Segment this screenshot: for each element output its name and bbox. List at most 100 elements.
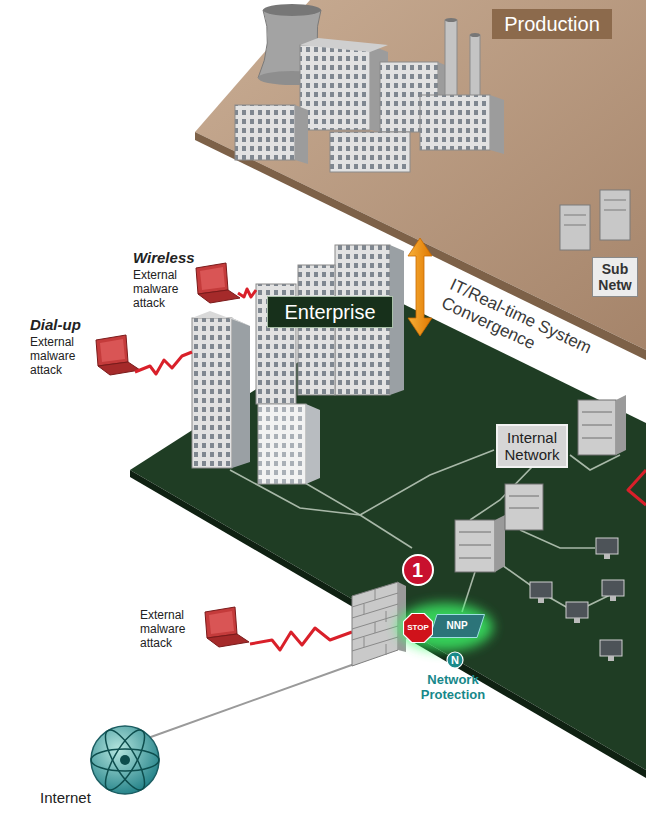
attack-type: Dial-up <box>30 316 81 334</box>
subnetwork-box: Sub Netw <box>592 257 638 297</box>
attack-lines-part <box>238 289 256 297</box>
factory-illustration-part <box>263 4 321 16</box>
workstations-part <box>530 582 552 598</box>
internet-globe-part <box>91 749 159 771</box>
servers-part <box>509 508 539 509</box>
factory-illustration-part <box>564 225 586 226</box>
factory-illustration-part <box>300 38 388 52</box>
workstations <box>530 538 624 661</box>
workstations-part <box>566 602 588 618</box>
factory-illustration-part <box>295 105 308 164</box>
office-buildings-part <box>258 404 306 484</box>
servers-part <box>505 484 543 530</box>
servers-part <box>459 545 491 546</box>
office-buildings-part <box>192 311 250 326</box>
factory-illustration-part <box>560 205 590 250</box>
internet-globe-part <box>98 725 151 795</box>
callout-number: 1 <box>412 559 423 581</box>
office-buildings <box>192 245 404 484</box>
office-buildings-part <box>298 265 335 395</box>
network-wires-part <box>520 530 595 548</box>
firewall-part <box>364 637 365 647</box>
stop-sign-shape <box>404 614 433 643</box>
servers-part <box>495 515 505 572</box>
protection-badge-shape <box>447 652 463 668</box>
network-wires-part <box>495 560 610 612</box>
internet-globe-part <box>98 725 151 795</box>
attack-note: External malware attack <box>133 268 193 310</box>
protection-glow <box>397 603 493 651</box>
protection-badge: N <box>446 651 464 669</box>
servers-part <box>459 532 491 533</box>
factory-illustration-part <box>564 215 586 216</box>
node-text: Enterprise <box>284 300 375 324</box>
node-text: Sub Netw <box>598 261 631 293</box>
factory-illustration-part <box>445 18 457 22</box>
network-wires-part <box>360 515 412 548</box>
factory-illustration-part <box>604 200 626 201</box>
attacker-laptops-part <box>196 263 240 303</box>
workstations-part <box>574 618 580 623</box>
production-tag: Production <box>492 9 612 39</box>
workstations-part <box>538 598 544 603</box>
attacker-laptops <box>96 263 249 647</box>
workstations-part <box>600 640 622 656</box>
internet-label: Internet <box>40 789 91 807</box>
node-text: STOP <box>407 623 429 633</box>
servers-part <box>509 496 539 497</box>
servers-part <box>582 412 612 413</box>
workstations-part <box>596 538 618 554</box>
enterprise-platform-part <box>130 470 646 778</box>
internet-globe-part <box>120 755 130 765</box>
nnp-device-shape <box>430 615 485 638</box>
stop-sign: STOP <box>403 613 433 643</box>
network-wires-part <box>300 450 494 515</box>
servers-part <box>455 520 495 572</box>
attack-lines-part <box>628 470 646 505</box>
factory-illustration-part <box>470 33 480 37</box>
factory-illustration-part <box>604 210 626 211</box>
nnp-device: NNP <box>429 614 485 638</box>
firewall-part <box>386 644 387 655</box>
attacker-laptops-part <box>205 607 249 647</box>
factory-illustration-part <box>235 105 295 160</box>
internet-globe <box>91 725 159 795</box>
factory-illustration-part <box>445 20 457 100</box>
workstations-part <box>608 656 614 661</box>
attack-note: External malware attack <box>30 335 88 377</box>
firewall-part <box>386 611 387 622</box>
workstations-part <box>604 554 610 559</box>
factory-illustration <box>235 4 630 250</box>
servers-part <box>578 400 616 455</box>
firewall-part <box>375 589 376 600</box>
servers <box>455 395 626 572</box>
firewall-part <box>352 582 398 666</box>
attack-lines-part <box>135 352 192 374</box>
node-text: Production <box>504 12 600 36</box>
factory-illustration-part <box>420 95 490 150</box>
node-text: Internal Network <box>504 429 559 463</box>
factory-illustration-part <box>490 95 504 154</box>
workstations-part <box>602 580 624 596</box>
servers-part <box>582 438 612 439</box>
workstations-part <box>610 596 616 601</box>
internet-link <box>148 662 360 738</box>
node-text: N <box>451 654 459 666</box>
factory-illustration-part <box>330 132 410 172</box>
servers-part <box>616 395 626 455</box>
attack-type: Wireless <box>133 249 195 267</box>
firewall-part <box>375 622 376 633</box>
firewall-part <box>352 637 398 651</box>
convergence-arrow <box>408 238 432 336</box>
callout-circle <box>403 555 433 585</box>
enterprise-tag: Enterprise <box>267 296 393 328</box>
office-buildings-part <box>192 318 232 468</box>
attack-note: External malware attack <box>140 608 200 650</box>
convergence-label: IT/Real-time System Convergence <box>438 275 611 384</box>
internet-globe-part <box>91 726 159 794</box>
firewall-part <box>364 604 365 614</box>
internal-network-box: Internal Network <box>496 424 568 468</box>
firewall-part <box>352 604 398 618</box>
attack-lines-part <box>250 628 352 650</box>
